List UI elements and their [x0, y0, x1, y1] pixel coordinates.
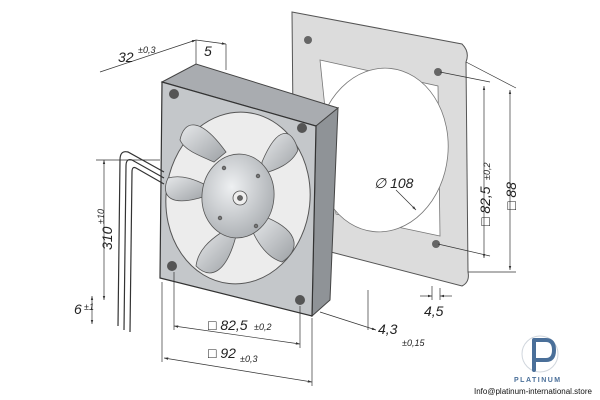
impeller — [165, 124, 299, 274]
gasket-hole-tl — [304, 36, 312, 44]
dim-cable-length-value: 310 — [99, 226, 115, 250]
dim-depth-tol: ±0,3 — [138, 45, 155, 55]
dim-cable-end-tol: ±1 — [84, 302, 94, 312]
dim-depth-value: 32 — [118, 49, 134, 65]
dim-hole-diameter: 4,3 ±0,15 — [378, 321, 425, 348]
dim-hole-diameter-value: 4,3 — [378, 321, 398, 337]
dim-hole-spacing-right: □ 82,5 ±0,2 — [477, 163, 493, 226]
contact-email[interactable]: Info@platinum-international.store — [474, 387, 593, 396]
dim-cable-end-value: 6 — [74, 301, 82, 317]
dim-frame-bottom-value: □ 92 — [208, 345, 236, 361]
cable — [117, 151, 165, 333]
dim-hole-spacing-bottom-value: □ 82,5 — [208, 317, 248, 333]
dim-hole-spacing-bottom-tol: ±0,2 — [254, 322, 271, 332]
frame-hole-bl — [167, 261, 177, 271]
dim-rib-value: 5 — [204, 43, 212, 59]
dim-frame-bottom: □ 92 ±0,3 — [208, 345, 257, 364]
frame-hole-tl — [169, 89, 179, 99]
dim-cable-length: 310 ±10 — [96, 209, 115, 250]
dim-cable-end: 6 ±1 — [74, 301, 94, 317]
gasket-plate — [291, 11, 469, 287]
dim-frame-bottom-tol: ±0,3 — [240, 354, 257, 364]
brand-name: PLATINUM — [514, 377, 562, 384]
dim-gasket-outer: □ 88 — [503, 182, 519, 210]
gasket-hole-tr — [434, 68, 442, 76]
dim-hole-diameter-tol: ±0,15 — [402, 338, 425, 348]
dim-cable-length-tol: ±10 — [96, 209, 106, 224]
dim-hole-spacing-right-tol: ±0,2 — [482, 163, 492, 180]
dim-hole-spacing-right-value: □ 82,5 — [477, 186, 493, 226]
frame-hole-tr — [297, 123, 307, 133]
dim-flange-offset: 4,5 — [424, 303, 444, 319]
platinum-logo: PLATINUM — [514, 335, 562, 384]
dim-hole-spacing-bottom: □ 82,5 ±0,2 — [208, 317, 271, 333]
frame-hole-br — [295, 295, 305, 305]
dim-depth: 32 ±0,3 — [118, 45, 155, 65]
gasket-hole-br — [432, 240, 440, 248]
dim-opening-diameter: ∅ 108 — [374, 175, 414, 191]
